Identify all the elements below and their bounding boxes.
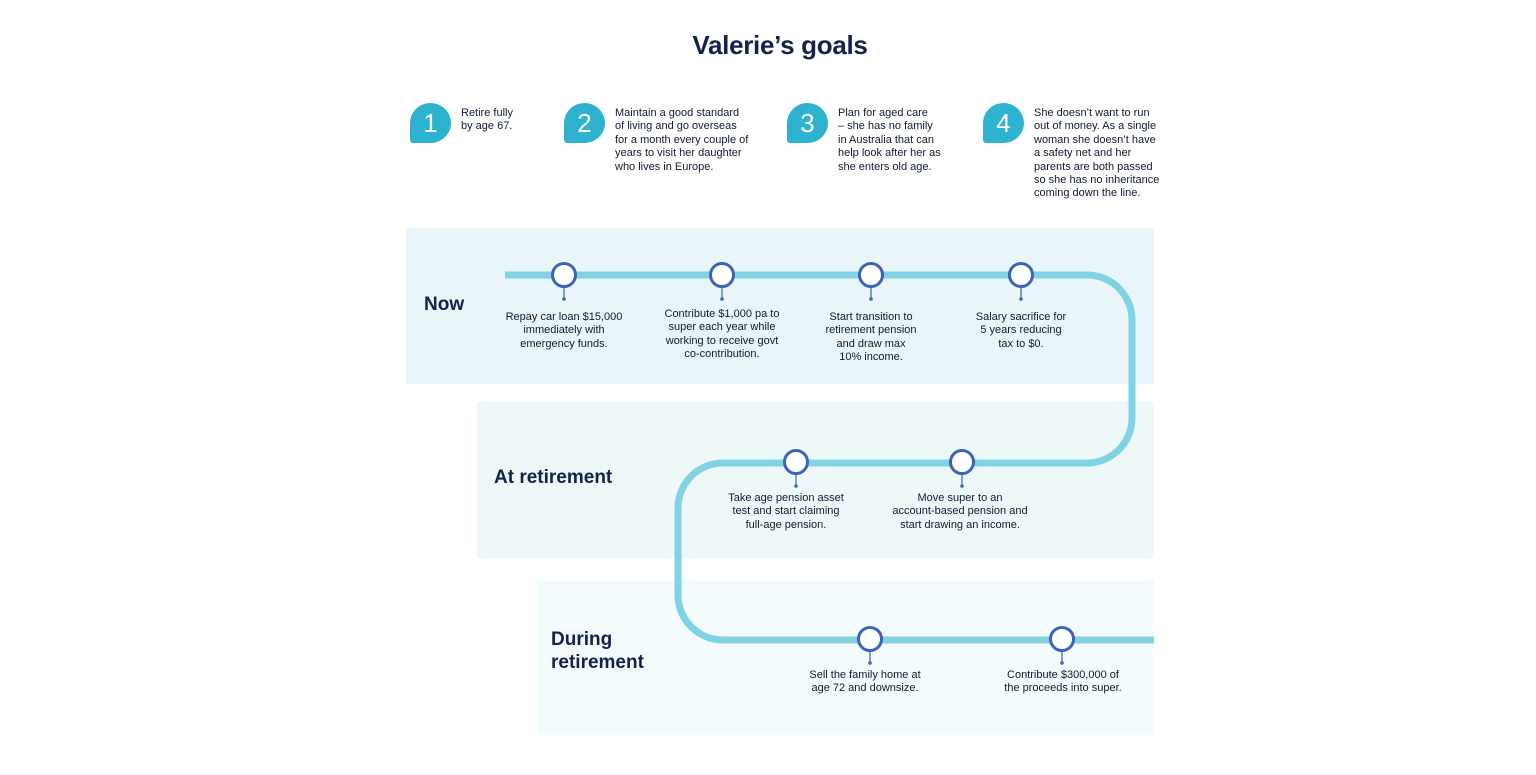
goal-text: Plan for aged care – she has no family i… <box>838 107 941 173</box>
stage-band-during-retirement <box>537 579 1154 735</box>
goal-number-badge: 4 <box>983 103 1024 143</box>
goal-number-badge: 3 <box>787 103 828 143</box>
step-text: Repay car loan $15,000 immediately with … <box>505 311 623 350</box>
timeline-node <box>857 626 883 665</box>
stage-band-at-retirement <box>477 402 1154 558</box>
goal-text: She doesn’t want to run out of money. As… <box>1034 107 1160 200</box>
timeline-node <box>949 449 975 488</box>
step-text: Salary sacrifice for 5 years reducing ta… <box>975 311 1067 350</box>
step-text: Contribute $300,000 of the proceeds into… <box>1004 669 1122 695</box>
step-text: Start transition to retirement pension a… <box>825 311 917 364</box>
stage-band-now <box>406 228 1154 384</box>
page-title: Valerie’s goals <box>692 30 868 60</box>
timeline-node <box>1049 626 1075 665</box>
timeline-path <box>505 271 1154 644</box>
stage-label-now: Now <box>424 294 465 315</box>
timeline-node <box>783 449 809 488</box>
timeline-node <box>551 262 577 301</box>
stage-label-at-retirement: At retirement <box>494 467 613 488</box>
timeline-node <box>1008 262 1034 301</box>
goal-number-badge: 1 <box>410 103 451 143</box>
timeline-node <box>858 262 884 301</box>
step-text: Sell the family home at age 72 and downs… <box>809 669 921 695</box>
goal-number-badge: 2 <box>564 103 605 143</box>
step-text: Take age pension asset test and start cl… <box>728 492 844 531</box>
step-text: Move super to an account-based pension a… <box>892 492 1028 531</box>
goal-text: Maintain a good standard of living and g… <box>615 107 749 173</box>
timeline-node <box>709 262 735 301</box>
goal-text: Retire fully by age 67. <box>461 107 513 133</box>
stage-label-during-retirement: During retirement <box>551 629 644 673</box>
step-text: Contribute $1,000 pa to super each year … <box>664 308 780 361</box>
